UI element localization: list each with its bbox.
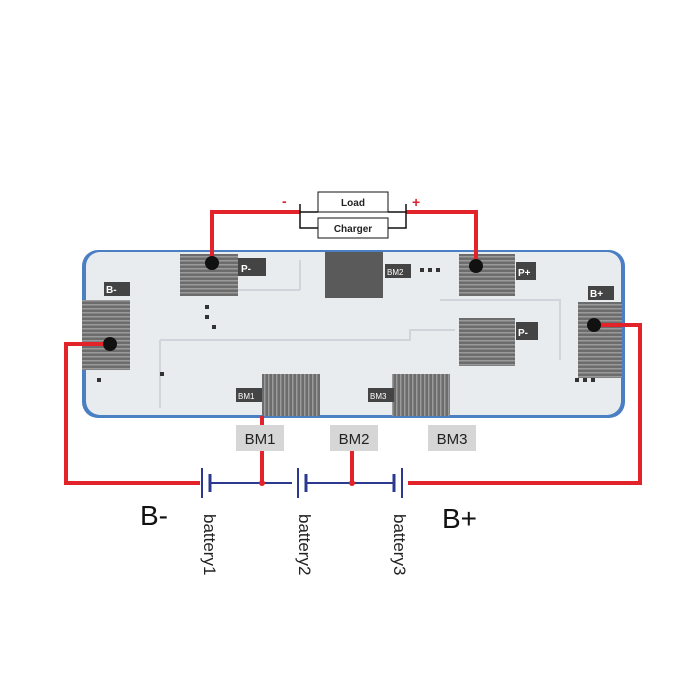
pad-b-plus-label: B+ [590,289,603,300]
battery-1-symbol [201,468,212,498]
load-charger-block: Load Charger - + [282,191,420,239]
dot-b-plus [587,318,601,332]
terminal-b-minus-label: B- [140,500,168,531]
terminal-b-plus-label: B+ [442,503,477,534]
wire-b-plus [408,323,642,485]
bm-tags: BM1 BM2 BM3 [236,425,476,451]
bm-tag-3: BM3 [437,431,468,448]
polarity-plus: + [412,194,420,210]
battery-1-label: battery1 [200,514,219,575]
pad-bm3-label: BM3 [370,392,387,401]
pad-p-minus-right: P- [459,318,538,366]
bm-tag-1: BM1 [245,431,276,448]
wire-p-minus-to-load [210,210,300,263]
pad-p-plus: P+ [459,254,536,296]
chip-bm2: BM2 [325,252,411,298]
battery-chain [201,468,403,498]
dot-p-minus [205,256,219,270]
battery-2-symbol [297,468,308,498]
dot-b-minus [103,337,117,351]
wire-load-to-p-plus [406,210,478,266]
bm-tag-2: BM2 [339,431,370,448]
battery-3-label: battery3 [390,514,409,575]
pad-b-plus: B+ [578,286,622,378]
pad-bm1: BM1 [236,374,320,416]
tap-dot-2 [349,480,355,486]
charger-label: Charger [334,224,372,235]
connection-dots [103,256,601,351]
pad-p-plus-label: P+ [518,268,531,279]
pad-b-minus-label: B- [106,285,117,296]
polarity-minus: - [282,193,287,209]
battery-3-symbol [392,468,403,498]
tap-dot-1 [259,480,265,486]
wire-b-minus [64,342,200,485]
smd-components [97,268,595,382]
chip-bm2-label: BM2 [387,268,404,277]
dot-p-plus [469,259,483,273]
battery-2-label: battery2 [295,514,314,575]
pad-b-minus: B- [82,282,130,370]
load-label: Load [341,198,365,209]
pad-bm3: BM3 [368,374,450,416]
pad-p-minus-top-label: P- [241,264,251,275]
pad-p-minus-right-label: P- [518,328,528,339]
pad-bm1-label: BM1 [238,392,255,401]
